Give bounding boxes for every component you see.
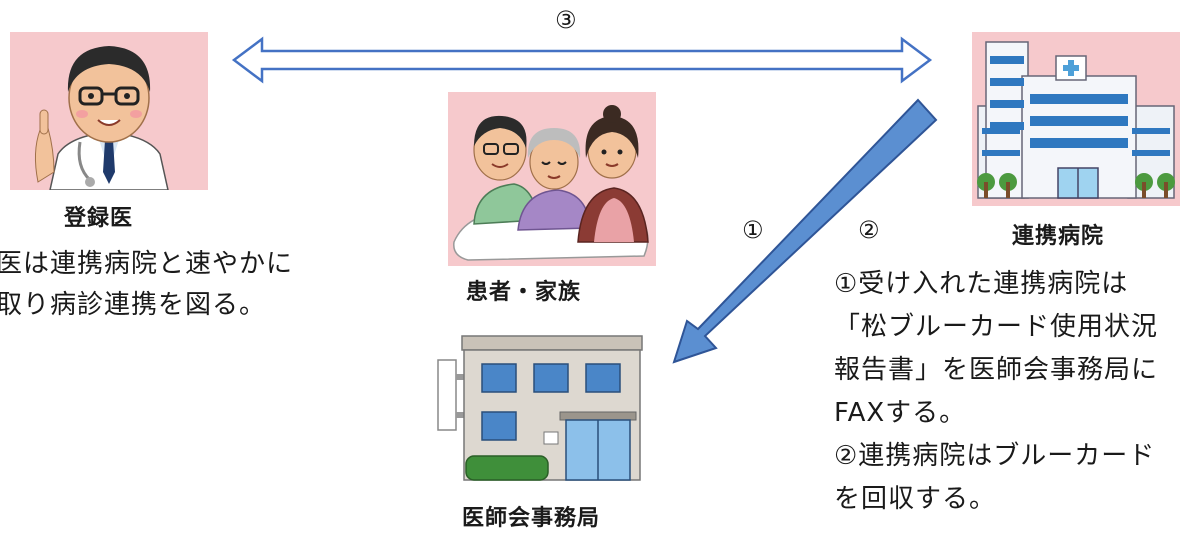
hospital-panel (972, 32, 1180, 206)
doctor-desc-line: 取り病診連携を図る。 (0, 290, 267, 320)
office-building (436, 334, 650, 484)
family-panel (448, 92, 656, 266)
doctor-desc-line: 医は連携病院と速やかに (0, 249, 294, 279)
doctor-panel (10, 32, 208, 190)
office-building-icon (437, 335, 643, 481)
bidirectional-arrow (231, 36, 933, 84)
hospital-description: ①受け入れた連携病院は 「松ブルーカード使用状況 報告書」を医師会事務局に FA… (834, 263, 1158, 521)
marker-three: ③ (555, 6, 577, 34)
marker-two: ② (858, 216, 880, 244)
hospital-desc-line: を回収する。 (834, 484, 997, 514)
family-icon (453, 105, 649, 261)
hospital-label: 連携病院 (1012, 224, 1105, 249)
marker-one: ① (742, 216, 764, 244)
hospital-desc-line: ①受け入れた連携病院は (834, 269, 1129, 299)
office-label: 医師会事務局 (462, 506, 601, 531)
doctor-description: 医は連携病院と速やかに 取り病診連携を図る。 (0, 244, 293, 326)
hospital-desc-line: FAXする。 (834, 398, 967, 428)
hospital-desc-line: ②連携病院はブルーカード (834, 441, 1156, 471)
hospital-building-icon (977, 41, 1175, 199)
doctor-icon (34, 46, 169, 190)
referral-arrow (672, 98, 938, 364)
doctor-label: 登録医 (64, 206, 134, 231)
family-label: 患者・家族 (466, 280, 582, 305)
hospital-desc-line: 報告書」を医師会事務局に (834, 355, 1159, 385)
hospital-desc-line: 「松ブルーカード使用状況 (834, 312, 1159, 342)
